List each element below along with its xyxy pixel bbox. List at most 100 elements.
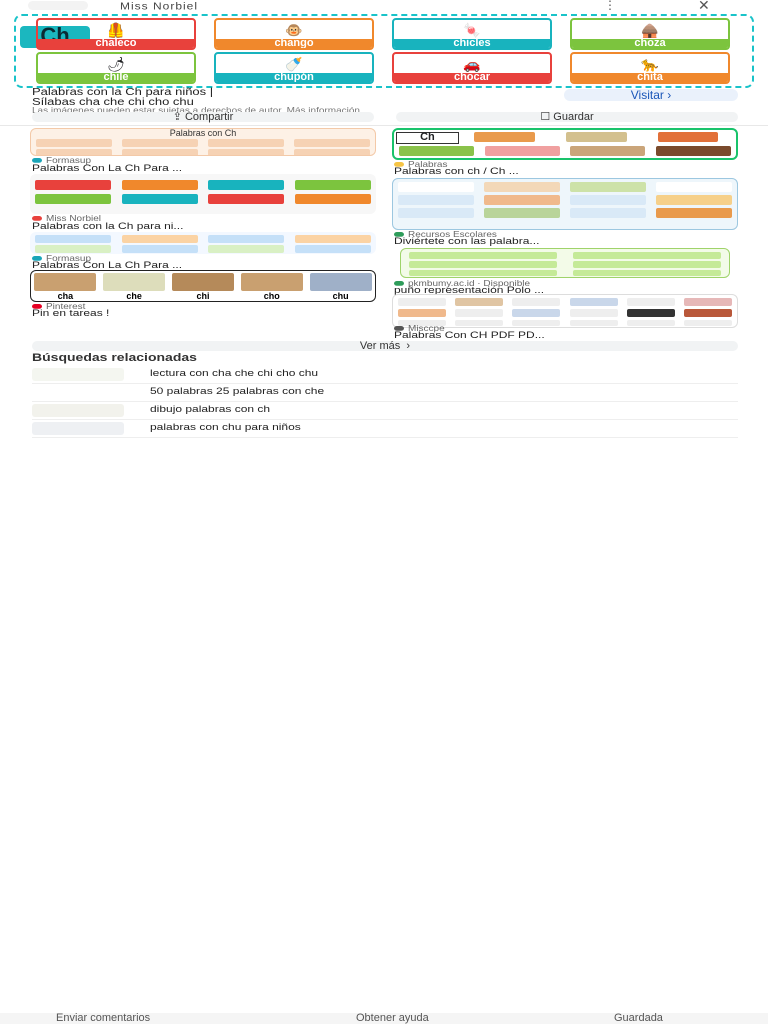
related-search-item[interactable]: 50 palabras 25 palabras con che: [32, 384, 738, 402]
site-favicon-pill: [28, 1, 88, 10]
saved-link[interactable]: Guardada: [614, 1012, 663, 1024]
result-caption-6[interactable]: Diviértete con las palabra...: [394, 235, 540, 247]
related-thumbnail: [32, 422, 124, 435]
result-source-7: pkmbumy.ac.id · Disponible: [394, 280, 530, 288]
related-searches-title: Búsquedas relacionadas: [32, 350, 197, 364]
result-caption-7[interactable]: puño representación Polo ...: [394, 284, 545, 296]
source-logo-icon: [394, 232, 404, 238]
result-image-2[interactable]: [30, 174, 376, 214]
hero-word-card: 🌶chile: [36, 52, 196, 84]
hero-word-card: 🦺chaleco: [36, 18, 196, 50]
see-more-label: Ver más: [359, 340, 401, 352]
syllable-label: che: [126, 291, 142, 301]
result-source-1: Formasup: [32, 157, 91, 165]
result-caption-5[interactable]: Palabras con ch / Ch ...: [394, 165, 519, 177]
result-caption-1[interactable]: Palabras Con La Ch Para ...: [32, 162, 183, 174]
result-image-7[interactable]: [400, 248, 730, 278]
tile-heading: Palabras con Ch: [169, 128, 237, 138]
result-source-3: Formasup: [32, 255, 91, 263]
chevron-right-icon: ›: [403, 340, 411, 352]
hero-card-label: chile: [38, 72, 194, 82]
syllable-label: cha: [57, 291, 74, 301]
related-search-item[interactable]: dibujo palabras con ch: [32, 402, 738, 420]
share-label: Compartir: [184, 111, 234, 123]
hero-card-label: chango: [216, 38, 372, 48]
hero-card-label: chicles: [394, 38, 550, 48]
hero-card-picture: 🛖: [641, 21, 659, 38]
hero-card-label: chocar: [394, 72, 550, 82]
hero-card-picture: 🚗: [463, 55, 481, 72]
related-search-text: lectura con cha che chi cho chu: [150, 367, 319, 379]
save-button[interactable]: ☐ Guardar: [396, 111, 738, 123]
hero-word-card: 🍬chicles: [392, 18, 552, 50]
hero-card-picture: 🦺: [107, 21, 125, 38]
get-help-link[interactable]: Obtener ayuda: [356, 1012, 429, 1024]
copyright-notice: Las imágenes pueden estar sujetas a dere…: [32, 106, 360, 116]
result-image-6[interactable]: [392, 178, 738, 230]
hero-card-picture: 🌶: [107, 55, 125, 72]
source-logo-icon: [394, 281, 404, 287]
more-options-icon[interactable]: ⋮: [604, 0, 616, 12]
preview-image[interactable]: Ch 🦺chaleco🐵chango🍬chicles🛖choza🌶chile🍼c…: [14, 14, 754, 88]
visit-button[interactable]: Visitar ›: [564, 89, 738, 101]
related-search-text: dibujo palabras con ch: [150, 403, 271, 415]
result-source-8: Misccpe: [394, 325, 445, 333]
hero-word-card: 🐵chango: [214, 18, 374, 50]
source-logo-icon: [394, 162, 404, 168]
hero-word-card: 🐆chita: [570, 52, 730, 84]
related-search-item[interactable]: lectura con cha che chi cho chu: [32, 366, 738, 384]
result-image-4[interactable]: cha che chi cho chu: [30, 270, 376, 302]
see-more-button[interactable]: Ver más ›: [32, 340, 738, 352]
syllable-label: cho: [263, 291, 280, 301]
related-search-text: palabras con chu para niños: [150, 421, 301, 433]
hero-word-card: 🍼chupón: [214, 52, 374, 84]
hero-word-card: 🚗chocar: [392, 52, 552, 84]
pinterest-logo-icon: [32, 304, 42, 310]
result-caption-8[interactable]: Palabras Con CH PDF PD...: [394, 329, 545, 341]
pin-title-line-1[interactable]: Palabras con la Ch para niños |: [32, 85, 214, 98]
related-search-item[interactable]: palabras con chu para niños: [32, 420, 738, 438]
result-source-5: Palabras: [394, 161, 447, 169]
share-icon: ⇪: [172, 111, 182, 123]
result-image-8[interactable]: [392, 294, 738, 328]
pin-title-block: Palabras con la Ch para niños | Sílabas …: [32, 85, 572, 116]
hero-card-label: chita: [572, 72, 728, 82]
hero-card-label: choza: [572, 38, 728, 48]
source-logo-icon: [32, 256, 42, 262]
related-thumbnail: [32, 386, 124, 399]
result-caption-2[interactable]: Palabras con la Ch para ni...: [32, 220, 184, 232]
syllable-label: chu: [332, 291, 349, 301]
result-source-2: Miss Norbiel: [32, 215, 101, 223]
result-image-5[interactable]: Ch: [392, 128, 738, 160]
hero-card-picture: 🐆: [641, 55, 659, 72]
source-logo-icon: [32, 216, 42, 222]
hero-card-label: chupón: [216, 72, 372, 82]
share-button[interactable]: ⇪ Compartir: [32, 111, 374, 123]
bookmark-icon: ☐: [540, 111, 551, 123]
result-caption-4[interactable]: Pin en tareas !: [32, 307, 110, 319]
result-caption-3[interactable]: Palabras Con La Ch Para ...: [32, 259, 183, 271]
hero-word-card: 🛖choza: [570, 18, 730, 50]
related-search-text: 50 palabras 25 palabras con che: [150, 385, 325, 397]
top-bar: Miss Norbiel ⋮ ✕: [0, 0, 768, 13]
save-label: Guardar: [553, 111, 594, 123]
result-source-4: Pinterest: [32, 303, 85, 311]
source-logo-icon: [32, 158, 42, 164]
hero-card-picture: 🍼: [285, 55, 303, 72]
pin-title-line-2[interactable]: Sílabas cha che chi cho chu: [32, 95, 194, 108]
result-image-3[interactable]: [30, 232, 376, 254]
site-name[interactable]: Miss Norbiel: [120, 0, 199, 12]
result-image-1[interactable]: Palabras con Ch: [30, 128, 376, 156]
footer-bar: Enviar comentarios Obtener ayuda Guardad…: [0, 1013, 768, 1024]
related-thumbnail: [32, 404, 124, 417]
hero-card-label: chaleco: [38, 38, 194, 48]
close-icon[interactable]: ✕: [698, 0, 710, 13]
send-feedback-link[interactable]: Enviar comentarios: [56, 1012, 151, 1024]
hero-card-picture: 🍬: [463, 21, 481, 38]
source-logo-icon: [394, 326, 404, 332]
syllable-label: chi: [196, 291, 210, 301]
hero-card-picture: 🐵: [285, 21, 303, 38]
result-source-6: Recursos Escolares: [394, 231, 497, 239]
tile-ch-label: Ch: [396, 132, 459, 144]
divider: [0, 125, 768, 126]
